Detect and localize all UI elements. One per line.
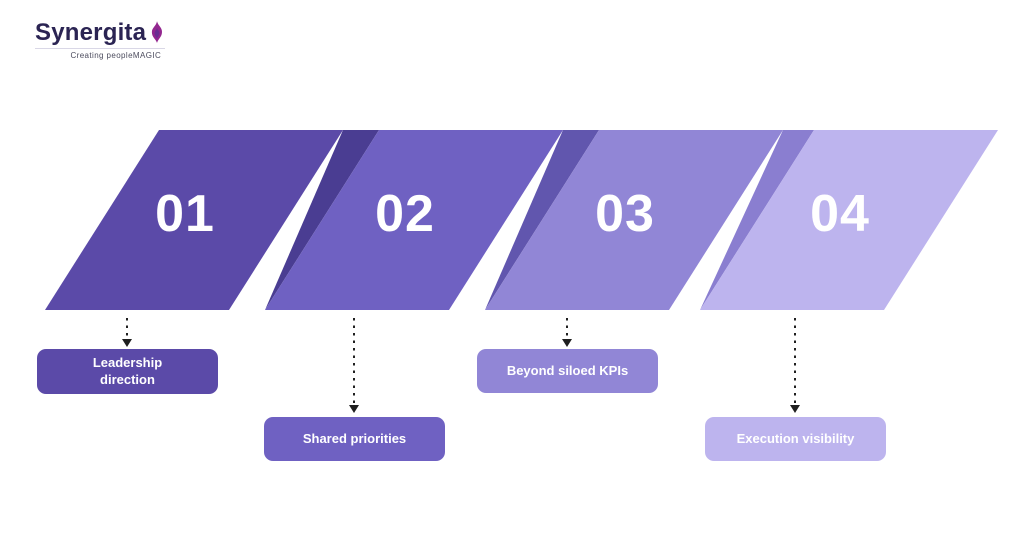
step-number-3: 03 [595,185,655,243]
step-label-leadership-direction: Leadership direction [37,349,218,394]
arrow-head-3 [562,339,572,347]
step-label-execution-visibility: Execution visibility [705,417,886,461]
logo-wordmark: Synergita [35,19,147,46]
step-number-1: 01 [155,185,215,243]
arrow-head-2 [349,405,359,413]
step-number-4: 04 [810,185,870,243]
arrow-head-1 [122,339,132,347]
logo-tagline: Creating peopleMAGIC [35,48,166,60]
step-shape-4 [700,130,998,310]
arrow-head-4 [790,405,800,413]
step-label-shared-priorities: Shared priorities [264,417,445,461]
synergita-logo: Synergita Creating peopleMAGIC [35,19,166,60]
step-number-2: 02 [375,185,435,243]
step-label-beyond-siloed-kpis: Beyond siloed KPIs [477,349,658,393]
step-shape-2 [265,130,563,310]
logo-flame-icon [152,21,163,43]
step-shape-1 [45,130,343,310]
step-shape-3 [485,130,783,310]
